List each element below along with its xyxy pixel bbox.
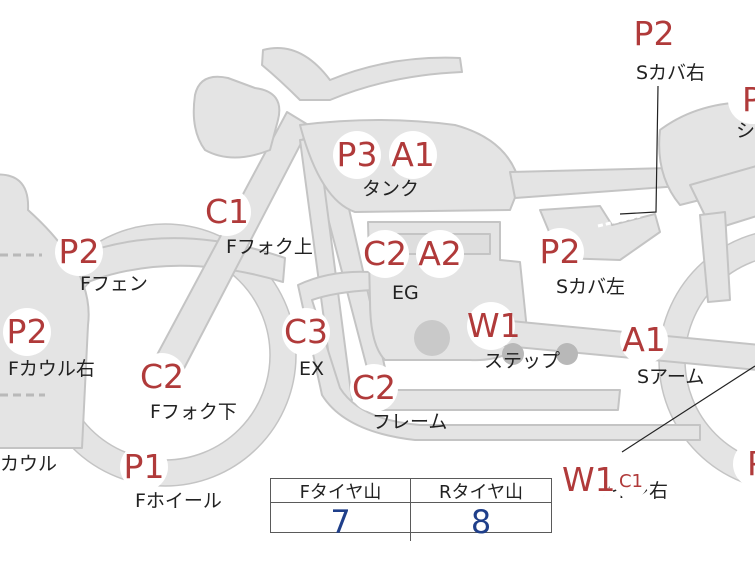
label-f-fender: Fフェン (80, 273, 148, 295)
label-s-cover-left: Sカバ左 (556, 276, 626, 298)
grade-rear-partial: P (733, 440, 755, 488)
exhaust-shape (297, 270, 701, 441)
grade-tank-appearance: A1 (389, 131, 437, 179)
label-cowl-partial: カウル (0, 453, 58, 475)
rear-tire-header: Rタイヤ山 (411, 479, 551, 503)
label-step: ステップ (484, 350, 561, 372)
grade-f-fork-lower: C2 (138, 353, 186, 401)
seat-shape (509, 167, 681, 199)
grade-muffler-wear: W1 (562, 456, 616, 504)
grade-f-fork-upper: C1 (203, 188, 251, 236)
headlight-shape (192, 75, 281, 159)
grade-tank-paint: P3 (333, 131, 381, 179)
label-s-cover-right: Sカバ右 (636, 62, 706, 84)
label-ex: EX (299, 358, 325, 380)
grade-s-arm: A1 (620, 316, 668, 364)
label-seat-partial: シ (736, 120, 755, 142)
grade-s-cover-left: P2 (536, 228, 584, 276)
label-f-wheel: Fホイール (135, 490, 222, 512)
label-f-fork-upper: Fフォク上 (226, 236, 313, 258)
front-tire-value: 7 (271, 503, 411, 541)
grade-ex: C3 (282, 308, 330, 356)
grade-s-cover-right: P2 (630, 10, 678, 58)
label-f-fork-lower: Fフォク下 (150, 401, 237, 423)
grade-step: W1 (467, 302, 521, 350)
label-eg: EG (392, 282, 419, 304)
leader-muffler (621, 365, 755, 453)
grade-f-wheel: P1 (120, 443, 168, 491)
label-frame: フレーム (372, 411, 448, 433)
grade-eg-condition: C2 (361, 230, 409, 278)
leader-s-cover-right (619, 85, 659, 215)
grade-f-fender: P2 (55, 228, 103, 276)
front-tire-header: Fタイヤ山 (271, 479, 411, 503)
rear-tire-value: 8 (470, 503, 492, 541)
grade-muffler-cond: C1 (614, 465, 648, 499)
label-tank: タンク (362, 178, 420, 200)
grade-frame: C2 (350, 364, 398, 412)
tire-tread-table: Fタイヤ山 Rタイヤ山 7 8 (270, 478, 552, 541)
label-f-cowl-right: Fカウル右 (8, 358, 95, 380)
handlebar-shape (261, 47, 463, 101)
grade-f-cowl-right: P2 (3, 308, 51, 356)
grade-eg-appearance: A2 (416, 230, 464, 278)
label-s-arm: Sアーム (637, 366, 705, 388)
